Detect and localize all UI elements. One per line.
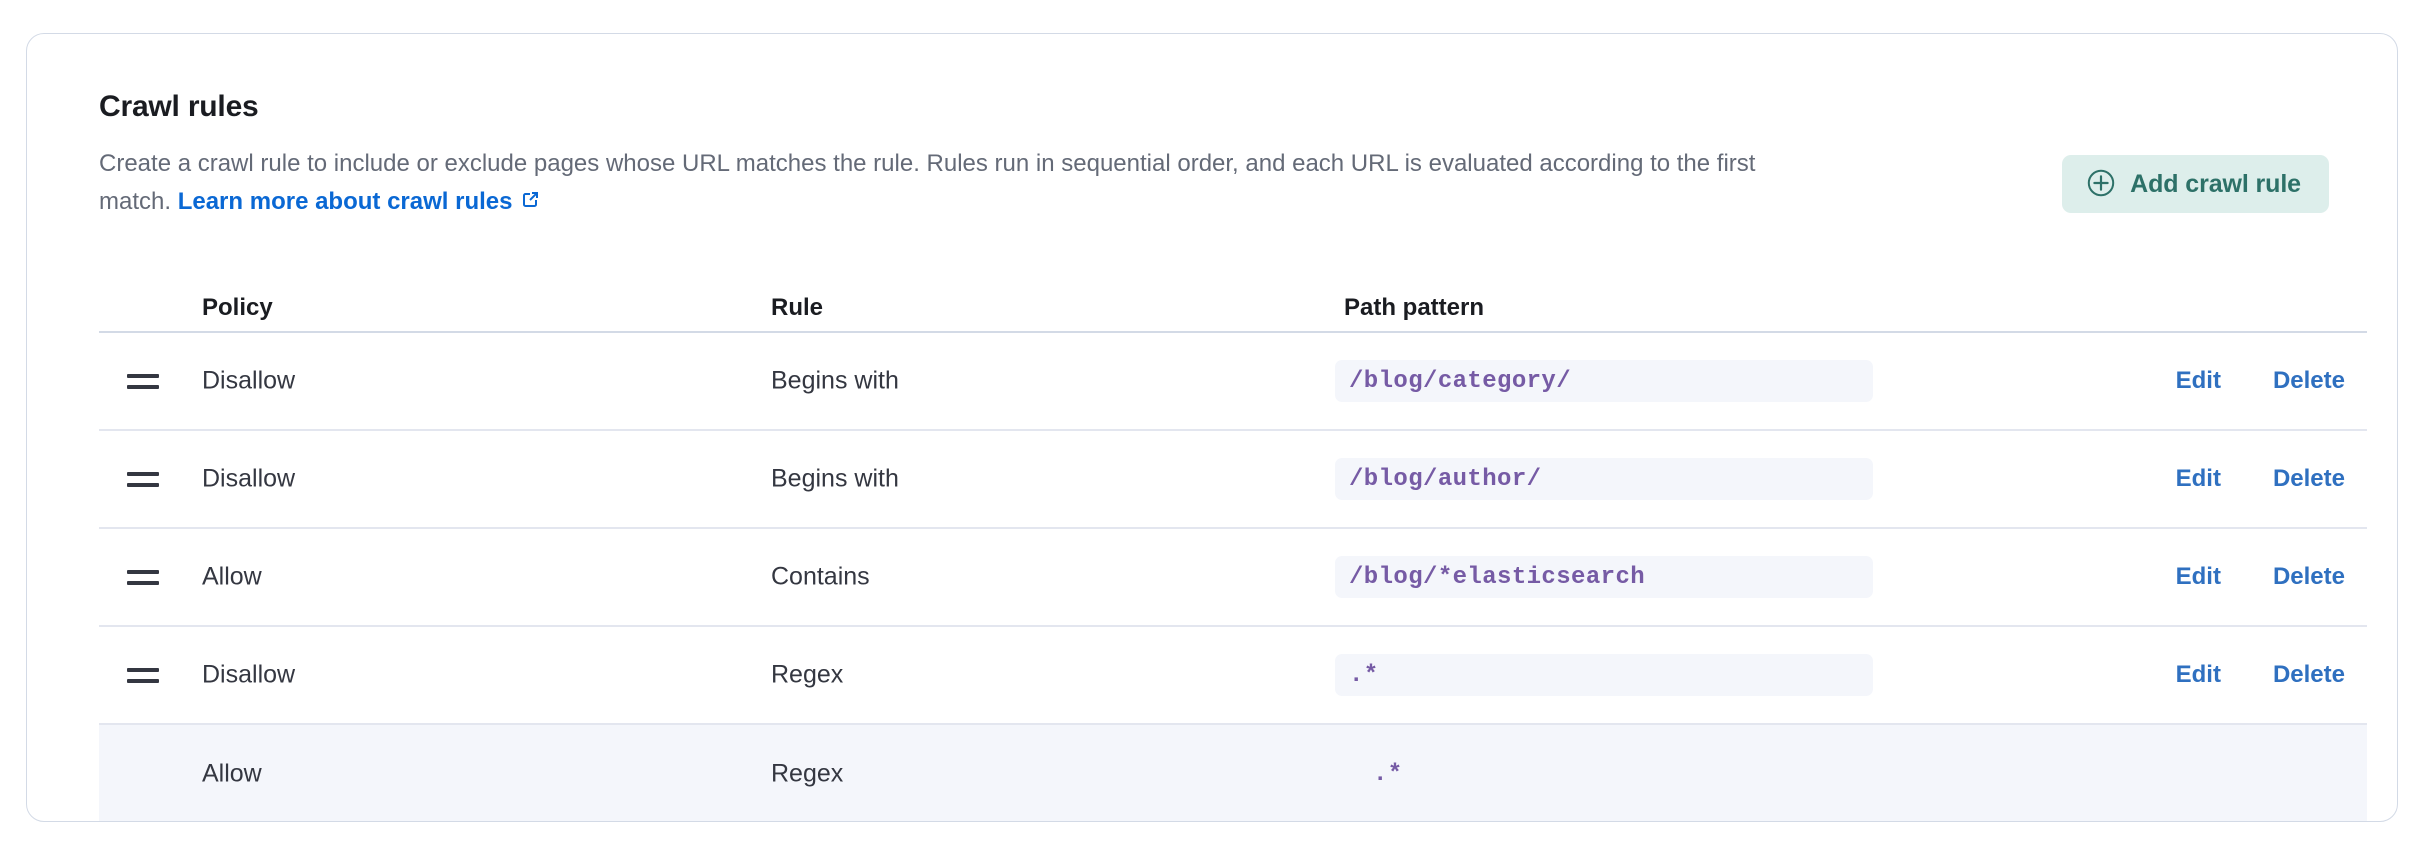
path-pattern-code: /blog/author/: [1349, 465, 1542, 493]
row-actions: Edit Delete: [2176, 563, 2345, 591]
edit-rule-link[interactable]: Edit: [2175, 465, 2221, 492]
cell-policy: Allow: [202, 562, 262, 591]
add-crawl-rule-label: Add crawl rule: [2130, 169, 2301, 198]
add-crawl-rule-button[interactable]: Add crawl rule: [2062, 155, 2329, 213]
cell-rule: Regex: [771, 660, 844, 689]
drag-handle-icon[interactable]: [127, 664, 161, 686]
cell-rule: Begins with: [771, 366, 899, 395]
column-header-policy: Policy: [202, 294, 273, 321]
cell-rule: Begins with: [771, 464, 899, 493]
row-actions: Edit Delete: [2176, 465, 2345, 493]
page-title: Crawl rules: [99, 90, 259, 123]
path-pattern-code: .*: [1349, 661, 1379, 689]
delete-rule-link[interactable]: Delete: [2272, 465, 2345, 492]
table-row: Disallow Begins with/blog/category/Edit De…: [99, 333, 2367, 431]
table-header-row: Policy Rule Path pattern: [99, 286, 2367, 333]
drag-handle-icon[interactable]: [127, 566, 161, 588]
cell-path-pattern: .*: [1335, 753, 1873, 795]
cell-policy: Allow: [202, 759, 262, 788]
learn-more-link[interactable]: Learn more about crawl rules: [178, 188, 542, 215]
delete-rule-link[interactable]: Delete: [2272, 563, 2345, 590]
cell-path-pattern: /blog/category/: [1335, 360, 1873, 402]
edit-rule-link[interactable]: Edit: [2175, 367, 2221, 394]
panel-header: Crawl rules Create a crawl rule to inclu…: [99, 89, 2327, 223]
table-row: Disallow Begins with/blog/author/Edit Dele…: [99, 431, 2367, 529]
delete-rule-link[interactable]: Delete: [2272, 367, 2345, 394]
learn-more-label: Learn more about crawl rules: [177, 188, 513, 215]
column-header-path-pattern: Path pattern: [1344, 294, 1485, 321]
column-header-rule: Rule: [771, 294, 824, 321]
path-pattern-code: /blog/category/: [1349, 367, 1572, 395]
cell-policy: Disallow: [202, 366, 296, 395]
drag-handle-icon[interactable]: [127, 468, 161, 490]
cell-rule: Contains: [771, 562, 870, 591]
row-actions: Edit Delete: [2176, 661, 2345, 689]
path-pattern-code: .*: [1373, 760, 1403, 788]
panel-description: Create a crawl rule to include or exclud…: [99, 145, 1799, 223]
edit-rule-link[interactable]: Edit: [2175, 563, 2221, 590]
plus-in-circle-icon: [2086, 168, 2116, 201]
table-row: Allow Contains/blog/*elasticsearch Edit Del…: [99, 529, 2367, 627]
crawl-rules-panel: Crawl rules Create a crawl rule to inclu…: [26, 33, 2398, 822]
cell-policy: Disallow: [202, 464, 296, 493]
delete-rule-link[interactable]: Delete: [2272, 661, 2345, 688]
cell-path-pattern: /blog/*elasticsearch: [1335, 556, 1873, 598]
panel-description-text: Create a crawl rule to include or exclud…: [99, 150, 1756, 215]
cell-path-pattern: /blog/author/: [1335, 458, 1873, 500]
cell-rule: Regex: [771, 759, 844, 788]
cell-path-pattern: .*: [1335, 654, 1873, 696]
cell-policy: Disallow: [202, 660, 296, 689]
path-pattern-code: /blog/*elasticsearch: [1349, 563, 1646, 591]
edit-rule-link[interactable]: Edit: [2175, 661, 2221, 688]
external-link-icon: [519, 185, 541, 223]
row-actions: Edit Delete: [2176, 367, 2345, 395]
table-row: Disallow Regex .* Edit Delete: [99, 627, 2367, 725]
drag-handle-icon[interactable]: [127, 370, 161, 392]
table-row: Allow Regex .*: [99, 725, 2367, 821]
